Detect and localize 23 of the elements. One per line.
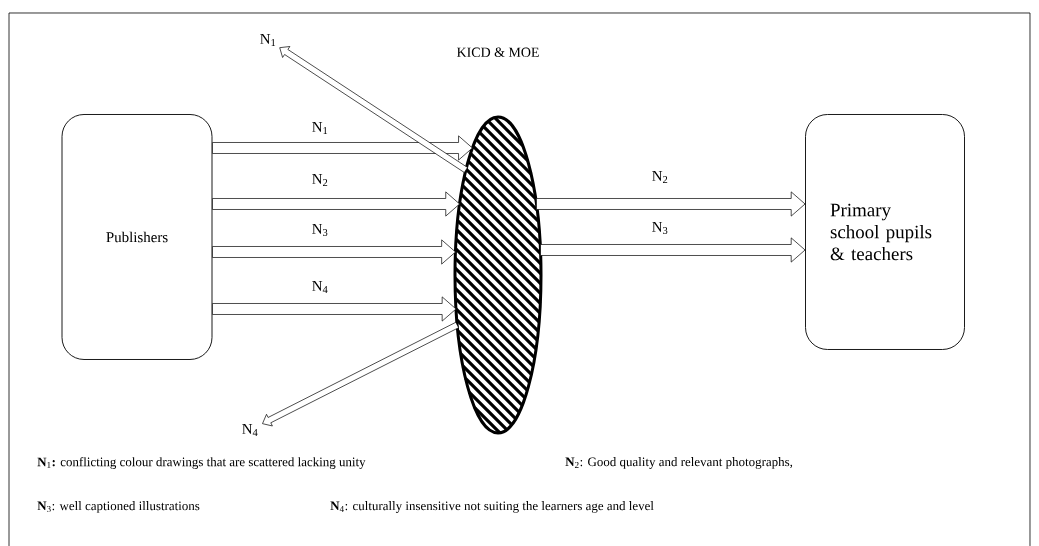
edge-label: N$_{3}$ bbox=[650, 220, 670, 235]
edge-label: N$_{2}$ bbox=[650, 170, 670, 184]
legend-note: N$_{3}$: well captioned illustrations bbox=[37, 501, 200, 513]
block-arrow bbox=[540, 237, 806, 263]
arrow-end-label: N$_{1}$ bbox=[260, 34, 276, 46]
edge-label: N$_{4}$ bbox=[310, 280, 330, 294]
legend-note: N$_{1}$: conflicting colour drawings that are scattered lacking unity bbox=[37, 457, 366, 469]
legend-note: N$_{2}$: Good quality and relevant photographs, bbox=[565, 457, 793, 469]
block-arrow bbox=[212, 191, 460, 217]
edge-label: N$_{2}$ bbox=[310, 173, 330, 187]
legend-note: N$_{4}$: culturally insensitive not suiting the learners age and level bbox=[330, 501, 654, 513]
block-arrow bbox=[212, 296, 457, 322]
rounded-box: Primary school pupils & teachers bbox=[805, 114, 965, 350]
block-arrow bbox=[279, 46, 468, 173]
edge-label: N$_{3}$ bbox=[310, 222, 330, 237]
node-label: KICD & MOE bbox=[456, 47, 539, 57]
block-arrow bbox=[212, 135, 473, 161]
edge-label: N$_{1}$ bbox=[310, 121, 330, 135]
arrow-end-label: N$_{4}$ bbox=[242, 424, 258, 436]
block-arrow bbox=[536, 191, 806, 217]
block-arrow bbox=[262, 321, 459, 427]
block-arrow bbox=[212, 239, 456, 265]
rounded-box: Publishers bbox=[61, 114, 213, 360]
